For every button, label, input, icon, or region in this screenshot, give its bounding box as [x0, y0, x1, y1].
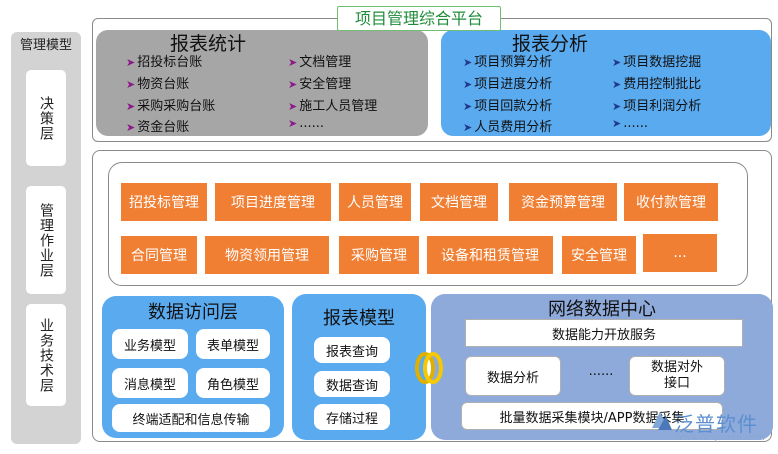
module-documents[interactable]: 文档管理 — [420, 183, 498, 221]
business-technology-layer-label: 业务技术层 — [38, 317, 54, 393]
arrow-icon: ➤ — [463, 121, 473, 134]
module-equipment[interactable]: 设备和租赁管理 — [427, 236, 553, 274]
management-model-title: 管理模型 — [19, 38, 72, 53]
arrow-icon: ➤ — [612, 56, 622, 69]
watermark-url: www.fanpusoft.com — [676, 433, 765, 443]
arrow-icon: ➤ — [126, 56, 136, 69]
batch-collection-box[interactable]: 批量数据采集模块/APP数据采集 — [461, 402, 723, 430]
external-interface-box[interactable]: 数据对外接口 — [629, 356, 725, 396]
arrow-icon: ➤ — [288, 78, 298, 91]
network-data-center-title: 网络数据中心 — [548, 299, 656, 320]
report-stats-item: ➤物资台账 — [126, 77, 190, 92]
arrow-icon: ➤ — [463, 78, 473, 91]
platform-title: 项目管理综合平台 — [337, 6, 501, 31]
module-material[interactable]: 物资领用管理 — [205, 236, 329, 274]
fanpu-watermark: 泛普软件 www.fanpusoft.com — [648, 406, 770, 446]
management-operation-layer: 管理作业层 — [26, 186, 66, 294]
arrow-icon: ➤ — [288, 117, 298, 130]
business-model-button[interactable]: 业务模型 — [112, 329, 188, 359]
report-analysis-item: ➤项目进度分析 — [463, 77, 553, 92]
arrow-icon: ➤ — [463, 100, 473, 113]
report-stats-item: ➤安全管理 — [288, 77, 352, 92]
module-safety[interactable]: 安全管理 — [562, 236, 636, 274]
data-access-panel: 数据访问层 业务模型 表单模型 消息模型 角色模型 终端适配和信息传输 — [102, 296, 284, 438]
arrow-icon: ➤ — [612, 78, 622, 91]
module-bidding[interactable]: 招投标管理 — [121, 183, 207, 221]
report-analysis-item: ➤项目预算分析 — [463, 55, 553, 70]
report-analysis-item: ➤费用控制批比 — [612, 77, 702, 92]
external-interface-label: 数据对外接口 — [650, 360, 703, 391]
report-stats-item: ➤...... — [288, 116, 325, 131]
arrow-icon: ➤ — [288, 100, 298, 113]
module-budget[interactable]: 资金预算管理 — [509, 183, 617, 221]
module-personnel[interactable]: 人员管理 — [339, 183, 411, 221]
arrow-icon: ➤ — [612, 100, 622, 113]
report-stats-item: ➤施工人员管理 — [288, 99, 378, 114]
form-model-button[interactable]: 表单模型 — [196, 329, 270, 359]
arrow-icon: ➤ — [126, 78, 136, 91]
arrow-icon: ➤ — [126, 100, 136, 113]
fanpu-logo-icon — [652, 412, 672, 430]
data-query-button[interactable]: 数据查询 — [314, 371, 390, 397]
data-access-title: 数据访问层 — [148, 302, 238, 323]
arrow-icon: ➤ — [612, 117, 622, 130]
network-ellipsis: ...... — [588, 364, 614, 379]
data-analysis-box[interactable]: 数据分析 — [465, 356, 561, 396]
report-stats-item: ➤资金台账 — [126, 120, 190, 135]
module-contracts[interactable]: 合同管理 — [121, 236, 197, 274]
open-service-box[interactable]: 数据能力开放服务 — [465, 319, 743, 347]
report-model-panel: 报表模型 报表查询 数据查询 存储过程 — [292, 294, 426, 440]
chain-link-icon — [415, 352, 443, 384]
network-data-center-panel: 网络数据中心 数据能力开放服务 数据分析 ...... 数据对外接口 批量数据采… — [431, 294, 773, 440]
business-technology-layer: 业务技术层 — [26, 304, 66, 406]
decision-layer-label: 决策层 — [38, 95, 54, 141]
report-stats-box: 报表统计 ➤招投标台账 ➤文档管理 ➤物资台账 ➤安全管理 ➤采购采购台账 ➤施… — [96, 30, 428, 136]
report-analysis-item: ➤人员费用分析 — [463, 120, 553, 135]
report-stats-title: 报表统计 — [170, 33, 247, 55]
module-progress[interactable]: 项目进度管理 — [215, 183, 331, 221]
module-more[interactable]: ... — [643, 234, 717, 272]
stored-procedure-button[interactable]: 存储过程 — [314, 404, 390, 430]
operation-frame — [92, 150, 772, 442]
report-analysis-item: ➤...... — [612, 116, 649, 131]
arrow-icon: ➤ — [126, 121, 136, 134]
report-analysis-item: ➤项目数据挖掘 — [612, 55, 702, 70]
report-analysis-item: ➤项目利润分析 — [612, 99, 702, 114]
terminal-adapter-button[interactable]: 终端适配和信息传输 — [112, 404, 270, 432]
management-operation-layer-label: 管理作业层 — [38, 202, 54, 278]
report-analysis-box: 报表分析 ➤项目预算分析 ➤项目数据挖掘 ➤项目进度分析 ➤费用控制批比 ➤项目… — [441, 30, 771, 136]
report-stats-item: ➤文档管理 — [288, 55, 352, 70]
report-analysis-item: ➤项目回款分析 — [463, 99, 553, 114]
arrow-icon: ➤ — [463, 56, 473, 69]
report-stats-item: ➤采购采购台账 — [126, 99, 216, 114]
role-model-button[interactable]: 角色模型 — [196, 368, 270, 398]
decision-layer: 决策层 — [26, 70, 66, 166]
message-model-button[interactable]: 消息模型 — [112, 368, 188, 398]
arrow-icon: ➤ — [288, 56, 298, 69]
report-analysis-title: 报表分析 — [512, 33, 589, 55]
report-query-button[interactable]: 报表查询 — [314, 337, 390, 363]
report-model-title: 报表模型 — [323, 308, 395, 329]
module-payments[interactable]: 收付款管理 — [624, 183, 718, 221]
report-stats-item: ➤招投标台账 — [126, 55, 203, 70]
watermark-brand: 泛普软件 — [674, 412, 758, 436]
module-purchasing[interactable]: 采购管理 — [339, 236, 419, 274]
